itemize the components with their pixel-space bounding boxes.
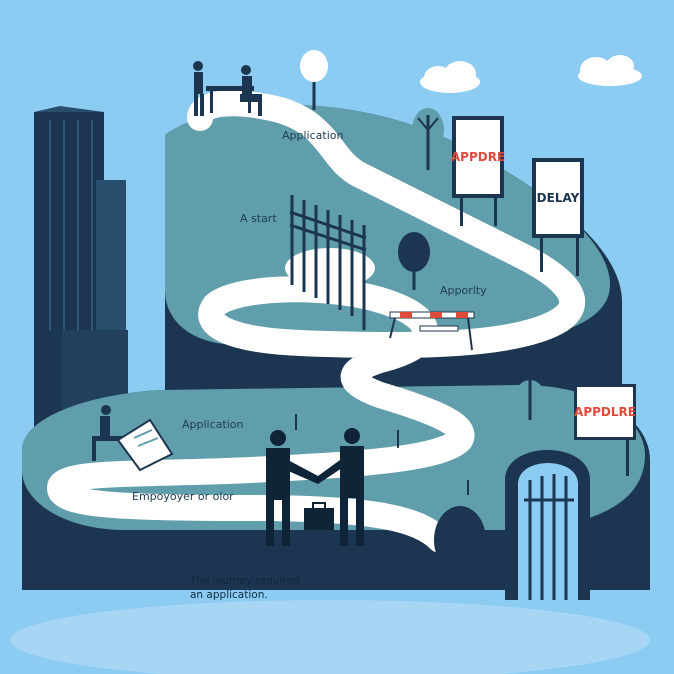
desk-icon — [92, 405, 174, 472]
building-icon — [34, 106, 128, 432]
tree-icon — [412, 108, 444, 170]
tree-icon — [514, 380, 546, 420]
sign-post — [540, 236, 543, 272]
tree-icon — [300, 50, 328, 110]
gate-icon — [285, 195, 375, 330]
barrier-icon — [389, 311, 475, 351]
arch-gate-icon — [505, 450, 590, 600]
sign-post — [626, 436, 629, 476]
label-apporlty: Apporlty — [440, 284, 487, 297]
sign-delay: DELAY — [532, 158, 584, 238]
label-application-mid: Application — [182, 418, 244, 431]
journey-path — [47, 90, 586, 553]
sign-post — [494, 196, 497, 226]
sign-post — [460, 196, 463, 226]
desk-icon — [193, 61, 262, 116]
tree-icon — [434, 506, 486, 590]
handshake-icon — [266, 428, 364, 546]
briefcase-icon — [304, 502, 334, 530]
label-application-top: Application — [282, 129, 344, 142]
sign-post — [576, 236, 579, 276]
tree-icon — [398, 232, 430, 290]
sign-appdre: APPDRE — [451, 116, 505, 198]
tree-icon — [624, 543, 640, 575]
flower-icon — [295, 414, 469, 495]
label-employer: Empoyoyer or olor — [132, 490, 234, 503]
sign-appdlre: APPDLRE — [574, 384, 636, 440]
clouds-icon — [420, 55, 642, 93]
caption-text: The journey required an application. — [190, 575, 300, 601]
label-a-start: A start — [240, 212, 277, 225]
